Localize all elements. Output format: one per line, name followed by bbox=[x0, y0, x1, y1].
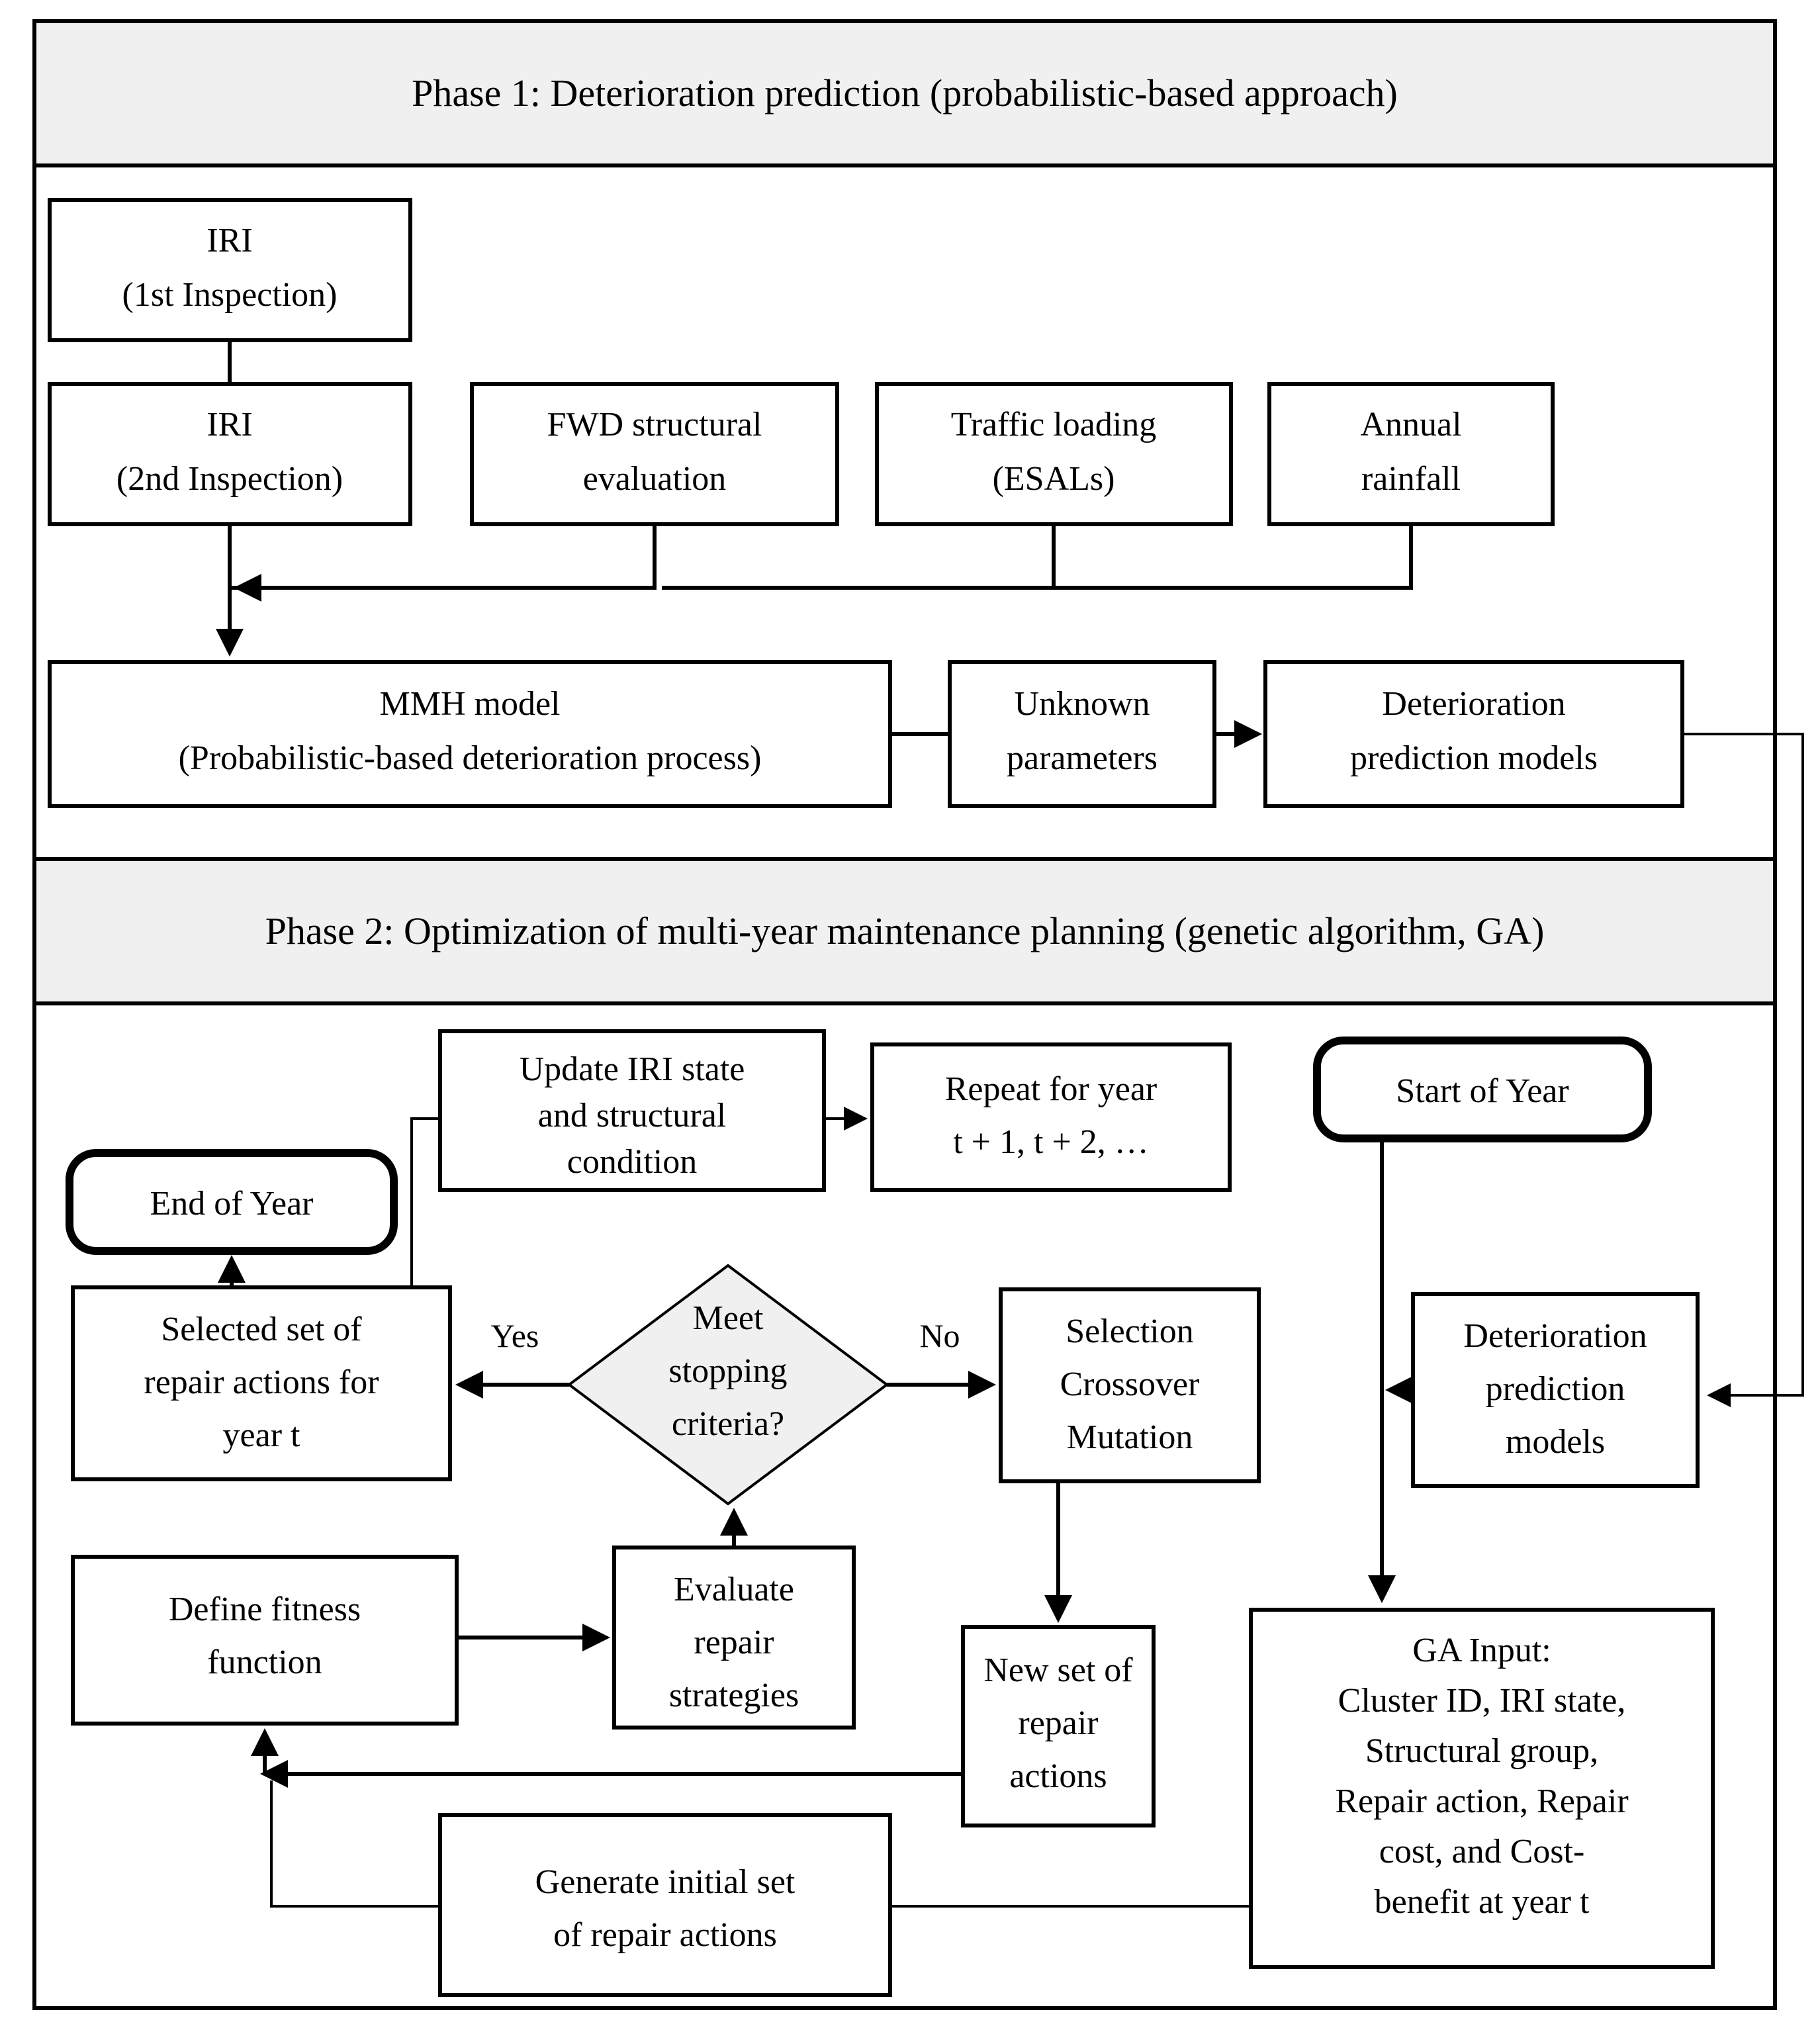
phase2-band-label: Phase 2: Optimization of multi-year main… bbox=[265, 909, 1545, 952]
node-iri-1st-line1: IRI bbox=[206, 222, 252, 259]
node-gainput-line1: GA Input: bbox=[1412, 1632, 1551, 1669]
node-mmh-line1: MMH model bbox=[380, 685, 561, 723]
node-deterioration-prediction-models-phase2[interactable]: Deterioration prediction models bbox=[1411, 1292, 1700, 1488]
node-repeat-line2: t + 1, t + 2, … bbox=[953, 1123, 1149, 1161]
node-deter2-line1: Deterioration bbox=[1463, 1317, 1647, 1355]
node-deterioration-prediction-models-phase1[interactable]: Deterioration prediction models bbox=[1263, 660, 1684, 808]
node-newset-line1: New set of bbox=[983, 1651, 1133, 1689]
node-evaluate-repair-strategies[interactable]: Evaluate repair strategies bbox=[612, 1546, 856, 1730]
node-rainfall-line1: Annual bbox=[1360, 406, 1461, 443]
node-deter1-line2: prediction models bbox=[1350, 739, 1598, 777]
node-repeat-for-year[interactable]: Repeat for year t + 1, t + 2, … bbox=[870, 1042, 1232, 1192]
node-newset-line3: actions bbox=[1009, 1757, 1107, 1795]
node-iri-2nd-inspection[interactable]: IRI (2nd Inspection) bbox=[48, 382, 412, 526]
node-gainput-line2: Cluster ID, IRI state, bbox=[1338, 1682, 1626, 1720]
node-geninit-line1: Generate initial set bbox=[535, 1863, 796, 1901]
node-deter2-line2: prediction bbox=[1486, 1370, 1625, 1408]
node-fwd-line1: FWD structural bbox=[547, 406, 762, 443]
node-fwd-line2: evaluation bbox=[583, 460, 727, 498]
node-selection-crossover-mutation[interactable]: Selection Crossover Mutation bbox=[999, 1287, 1261, 1483]
edge-fwd-to-bus bbox=[230, 524, 657, 590]
node-fitness-line1: Define fitness bbox=[169, 1591, 361, 1628]
node-start-of-year[interactable]: Start of Year bbox=[1313, 1037, 1652, 1142]
node-meet-stopping-criteria[interactable]: Meet stopping criteria? bbox=[567, 1264, 889, 1506]
node-gainput-line6: benefit at year t bbox=[1375, 1883, 1590, 1921]
node-selected-line3: year t bbox=[223, 1416, 300, 1454]
node-unknown-line1: Unknown bbox=[1014, 685, 1150, 723]
node-define-fitness-function[interactable]: Define fitness function bbox=[71, 1555, 459, 1726]
node-unknown-parameters[interactable]: Unknown parameters bbox=[948, 660, 1216, 808]
edge-deter1-to-deter2-outer-loop bbox=[1682, 733, 1804, 1407]
node-deter1-line1: Deterioration bbox=[1382, 685, 1565, 723]
node-update-line2: and structural bbox=[538, 1097, 726, 1134]
node-fitness-line2: function bbox=[207, 1643, 322, 1681]
node-iri-1st-inspection[interactable]: IRI (1st Inspection) bbox=[48, 198, 412, 342]
node-scm-line3: Mutation bbox=[1067, 1418, 1193, 1456]
node-gainput-line3: Structural group, bbox=[1365, 1732, 1598, 1770]
phase2-band bbox=[32, 857, 1777, 1005]
node-evaluate-line1: Evaluate bbox=[674, 1571, 794, 1608]
edge-label-yes: Yes bbox=[491, 1317, 539, 1354]
node-traffic-line2: (ESALs) bbox=[993, 460, 1115, 498]
node-mmh-line2: (Probabilistic-based deterioration proce… bbox=[179, 739, 762, 777]
node-rainfall-line2: rainfall bbox=[1361, 460, 1461, 498]
node-traffic-loading[interactable]: Traffic loading (ESALs) bbox=[875, 382, 1233, 526]
node-newset-line2: repair bbox=[1018, 1704, 1098, 1742]
node-stopping-line1: Meet bbox=[693, 1299, 764, 1337]
node-start-of-year-label: Start of Year bbox=[1396, 1072, 1569, 1110]
node-new-set-of-repair-actions[interactable]: New set of repair actions bbox=[961, 1625, 1156, 1827]
node-gainput-line5: cost, and Cost- bbox=[1379, 1833, 1585, 1870]
phase1-band bbox=[32, 19, 1777, 167]
node-scm-line2: Crossover bbox=[1060, 1365, 1200, 1403]
node-gainput-line4: Repair action, Repair bbox=[1335, 1782, 1628, 1820]
node-end-of-year-label: End of Year bbox=[150, 1185, 314, 1223]
node-evaluate-line2: repair bbox=[694, 1624, 774, 1661]
node-iri-1st-line2: (1st Inspection) bbox=[122, 276, 338, 314]
edge-geninit-to-fitness bbox=[270, 1780, 440, 1908]
node-selected-line1: Selected set of bbox=[161, 1311, 362, 1348]
node-update-iri-state[interactable]: Update IRI state and structural conditio… bbox=[438, 1029, 826, 1192]
node-stopping-line2: stopping bbox=[668, 1352, 787, 1390]
node-selected-set-of-repair-actions[interactable]: Selected set of repair actions for year … bbox=[71, 1285, 452, 1481]
node-update-line3: condition bbox=[567, 1143, 697, 1181]
node-iri-2nd-line1: IRI bbox=[206, 406, 252, 443]
node-update-line1: Update IRI state bbox=[520, 1050, 745, 1088]
node-deter2-line3: models bbox=[1506, 1423, 1605, 1461]
node-evaluate-line3: strategies bbox=[669, 1677, 799, 1714]
node-annual-rainfall[interactable]: Annual rainfall bbox=[1267, 382, 1555, 526]
node-geninit-line2: of repair actions bbox=[553, 1916, 777, 1954]
edge-label-no: No bbox=[919, 1317, 960, 1354]
node-traffic-line1: Traffic loading bbox=[951, 406, 1157, 443]
node-stopping-line3: criteria? bbox=[672, 1405, 784, 1443]
node-selected-line2: repair actions for bbox=[144, 1363, 379, 1401]
node-end-of-year[interactable]: End of Year bbox=[66, 1149, 398, 1255]
node-iri-2nd-line2: (2nd Inspection) bbox=[116, 460, 343, 498]
node-repeat-line1: Repeat for year bbox=[945, 1070, 1157, 1108]
node-fwd-structural-evaluation[interactable]: FWD structural evaluation bbox=[470, 382, 839, 526]
node-ga-input[interactable]: GA Input: Cluster ID, IRI state, Structu… bbox=[1249, 1608, 1715, 1969]
edge-selected-to-update-iri bbox=[410, 1117, 440, 1287]
node-mmh-model[interactable]: MMH model (Probabilistic-based deteriora… bbox=[48, 660, 892, 808]
node-unknown-line2: parameters bbox=[1007, 739, 1158, 777]
edge-rainfall-to-bus bbox=[662, 524, 1413, 590]
node-scm-line1: Selection bbox=[1066, 1313, 1194, 1350]
phase1-band-label: Phase 1: Deterioration prediction (proba… bbox=[412, 71, 1398, 115]
node-generate-initial-set[interactable]: Generate initial set of repair actions bbox=[438, 1813, 892, 1997]
